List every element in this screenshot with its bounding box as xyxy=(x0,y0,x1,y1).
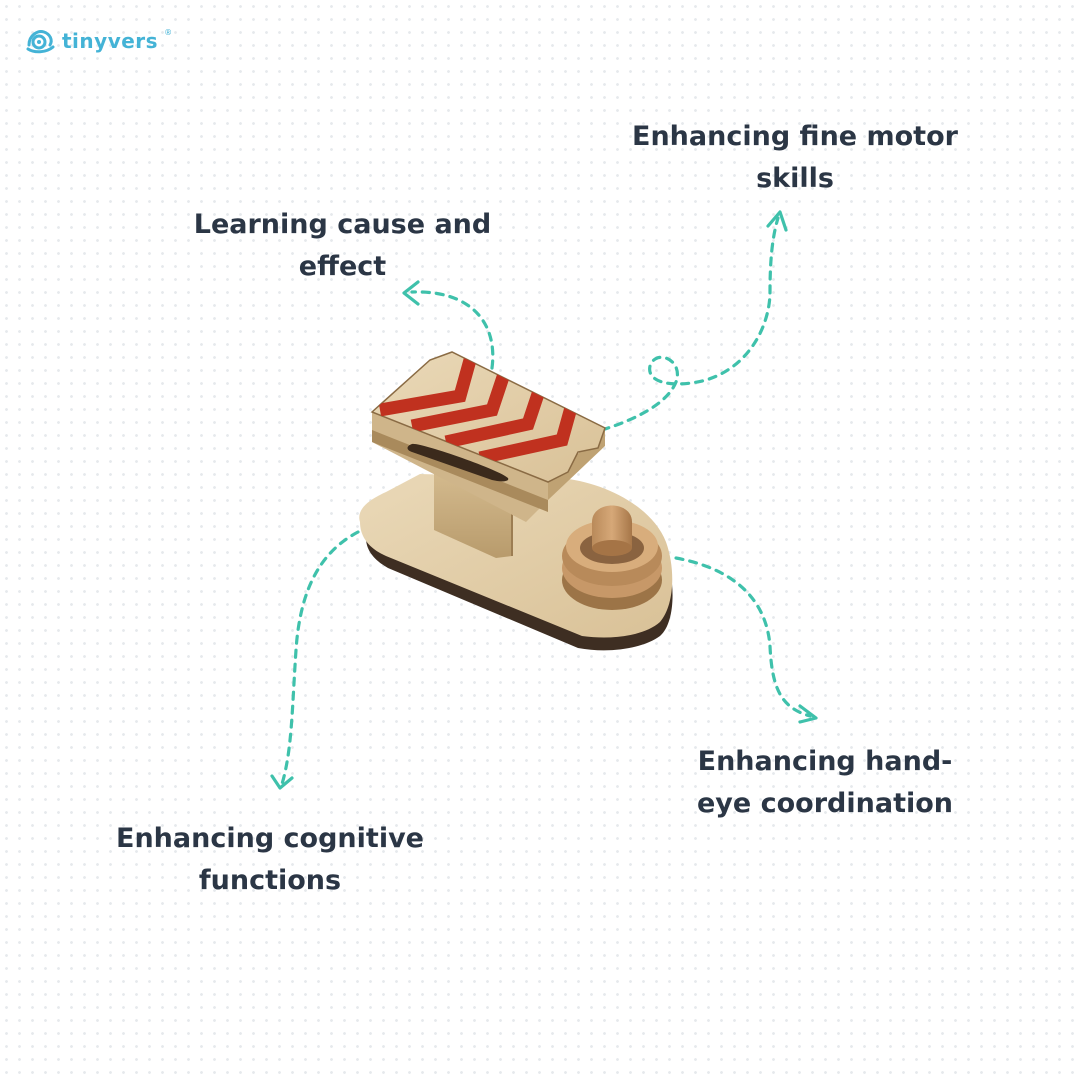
connector-hand-eye xyxy=(674,556,812,718)
arrow-icon xyxy=(270,774,294,790)
connector-cause-effect xyxy=(410,290,495,370)
benefit-fine-motor-line-2: skills xyxy=(756,163,834,194)
benefit-cause-effect-label: Learning cause and effect xyxy=(170,204,515,288)
logo-registered-mark: ® xyxy=(164,28,173,37)
benefit-cause-effect-line-2: effect xyxy=(298,251,387,282)
arrow-icon xyxy=(798,704,818,724)
connector-cognitive xyxy=(280,530,360,786)
tinyvers-logo-icon xyxy=(26,30,55,54)
benefit-hand-eye-label: Enhancing hand- eye coordination xyxy=(675,741,975,825)
benefit-hand-eye-line-2: eye coordination xyxy=(697,788,953,819)
arrow-icon xyxy=(766,210,788,232)
connector-fine-motor xyxy=(600,216,780,432)
benefit-cognitive-line-2: functions xyxy=(198,865,342,896)
arrow-icon xyxy=(402,280,420,306)
benefit-fine-motor-label: Enhancing fine motor skills xyxy=(610,116,980,200)
benefit-cognitive-line-1: Enhancing cognitive xyxy=(116,823,424,854)
brand-logo: tinyvers ® xyxy=(26,26,172,56)
benefit-hand-eye-line-1: Enhancing hand- xyxy=(697,746,953,777)
benefit-cause-effect-line-1: Learning cause and xyxy=(193,209,492,240)
benefit-cognitive-label: Enhancing cognitive functions xyxy=(100,818,440,902)
benefit-fine-motor-line-1: Enhancing fine motor xyxy=(632,121,958,152)
wooden-toy-image xyxy=(359,351,673,651)
logo-text: tinyvers xyxy=(62,29,159,53)
